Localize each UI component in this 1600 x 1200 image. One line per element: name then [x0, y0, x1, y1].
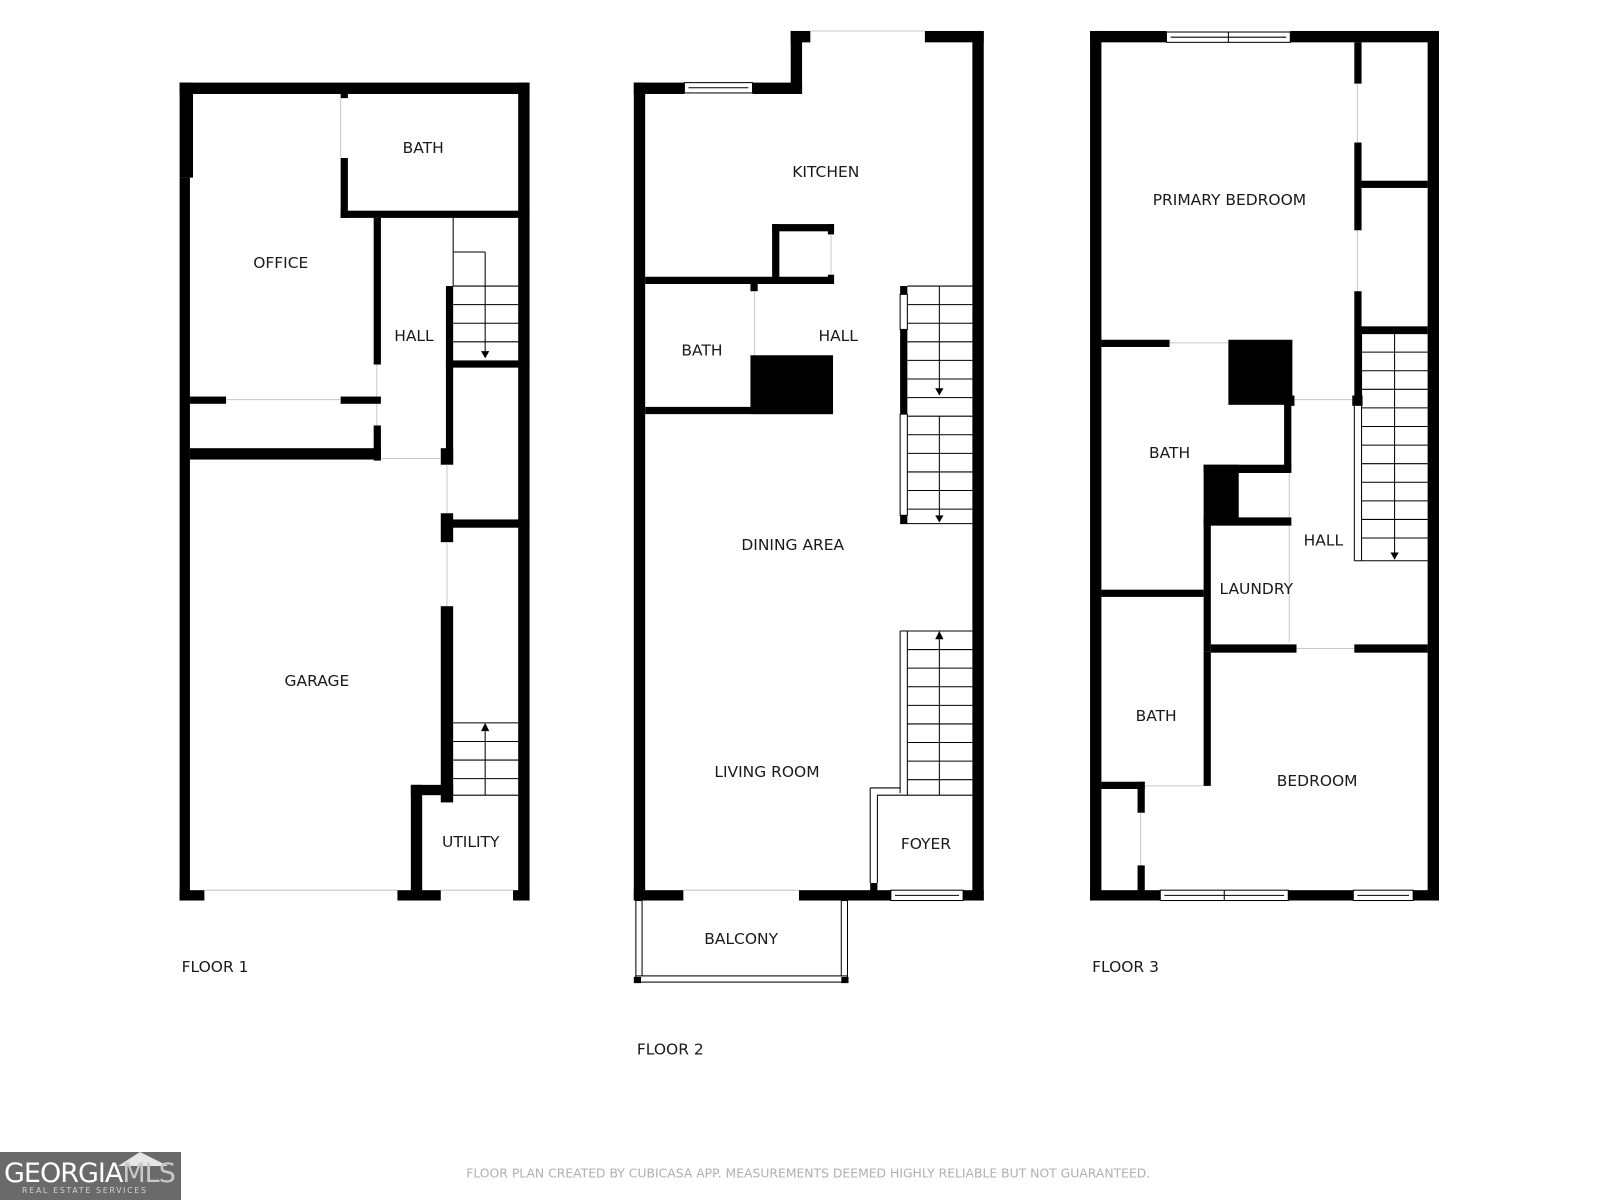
room-label-garage: GARAGE: [285, 672, 350, 690]
room-label-living-room: LIVING ROOM: [714, 763, 819, 781]
room-label-utility: UTILITY: [442, 833, 500, 851]
room-label-primary-bedroom: PRIMARY BEDROOM: [1153, 191, 1306, 209]
room-label-office: OFFICE: [253, 254, 308, 272]
floor-3-plan: PRIMARY BEDROOM BATH HALL LAUNDRY BATH B…: [1090, 30, 1439, 976]
georgia-mls-logo: GEORGIAMLS REAL ESTATE SERVICES: [0, 1152, 181, 1200]
floor-1-plan: BATH OFFICE HALL GARAGE UTILITY FLOOR 1: [179, 82, 530, 976]
room-label-balcony: BALCONY: [704, 930, 778, 948]
room-label-hall: HALL: [818, 327, 858, 345]
room-label-bath: BATH: [681, 342, 722, 360]
floor-1-label: FLOOR 1: [182, 958, 249, 976]
room-label-bath: BATH: [1136, 707, 1177, 725]
room-label-hall: HALL: [394, 327, 434, 345]
logo-brand: GEORGIAMLS: [4, 1158, 176, 1189]
disclaimer-text: FLOOR PLAN CREATED BY CUBICASA APP. MEAS…: [466, 1166, 1150, 1180]
floor-3-label: FLOOR 3: [1092, 958, 1159, 976]
room-label-foyer: FOYER: [901, 835, 951, 853]
room-label-hall: HALL: [1304, 532, 1344, 550]
room-label-bedroom: BEDROOM: [1277, 772, 1358, 790]
floor-2-label: FLOOR 2: [637, 1040, 704, 1058]
logo-tagline: REAL ESTATE SERVICES: [22, 1186, 148, 1195]
room-label-kitchen: KITCHEN: [792, 163, 859, 181]
room-label-dining-area: DINING AREA: [741, 536, 844, 554]
roof-icon: [118, 1152, 168, 1166]
room-label-laundry: LAUNDRY: [1219, 580, 1293, 598]
floor-2-plan: KITCHEN BATH HALL DINING AREA LIVING ROO…: [633, 30, 984, 1058]
room-label-bath: BATH: [1149, 444, 1190, 462]
room-label-bath: BATH: [403, 139, 444, 157]
